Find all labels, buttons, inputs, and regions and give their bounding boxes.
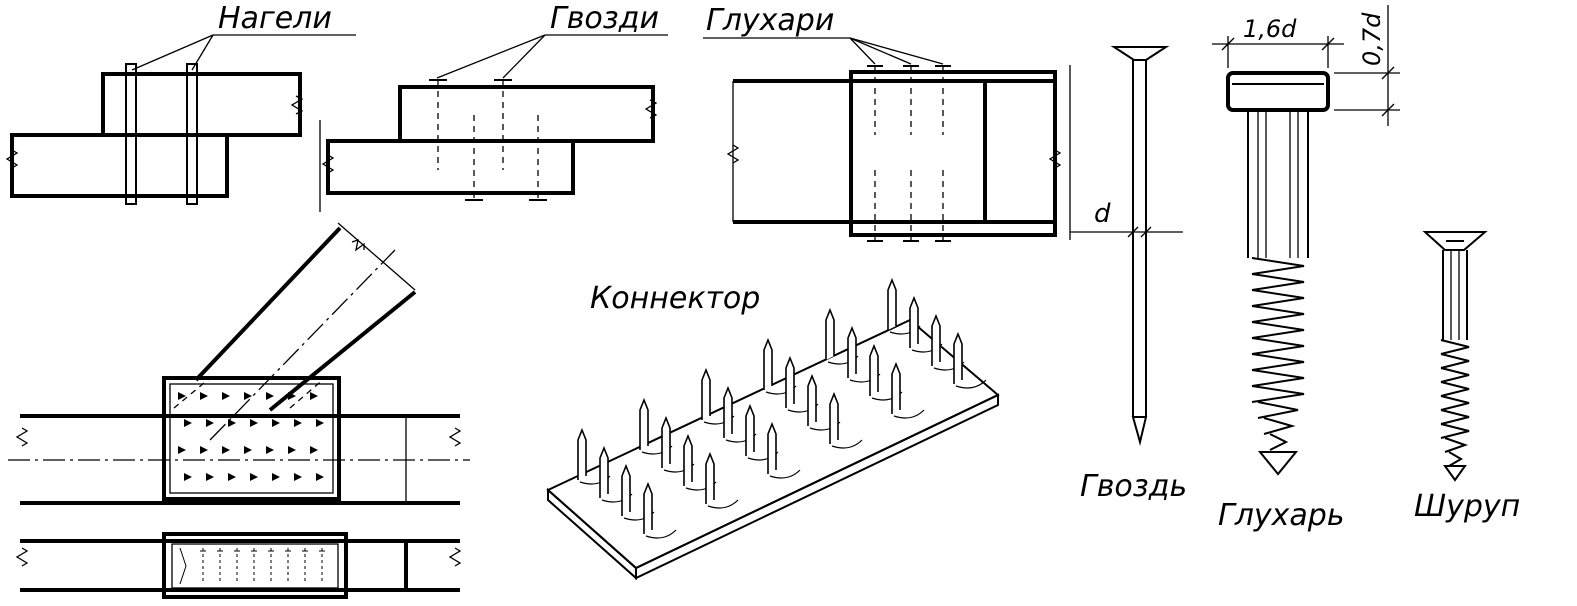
screw-detail: Шуруп	[1414, 231, 1520, 524]
truss-node-section	[15, 532, 462, 599]
lag-bolt-label: Глухарь	[1218, 498, 1345, 533]
break-mark	[644, 99, 658, 119]
screw-thread	[1440, 339, 1470, 482]
break-mark	[351, 239, 365, 252]
connector-isometric: Коннектор	[546, 277, 1000, 581]
lag-bolt-joint: Глухари	[703, 3, 1071, 242]
dowel-joint: Нагели	[5, 1, 356, 205]
dowels-label: Нагели	[218, 1, 332, 36]
break-mark	[448, 547, 462, 567]
break-mark	[1048, 149, 1062, 169]
head-width-dim: 1,6d	[1243, 15, 1297, 43]
lag-thread	[1251, 257, 1305, 476]
lag-bolt-detail: 1,6d 0,7d Глухарь	[1212, 5, 1400, 533]
break-mark	[321, 154, 335, 174]
break-mark	[726, 144, 740, 164]
break-mark	[290, 95, 304, 115]
connector-plate	[162, 376, 341, 501]
connector-label: Коннектор	[590, 281, 760, 316]
connector-prongs	[577, 277, 987, 539]
connector-section-teeth	[179, 547, 325, 585]
break-mark	[15, 547, 29, 567]
diameter-dim: d	[1094, 199, 1111, 229]
lag-bolts-label: Глухари	[706, 3, 834, 38]
connector-teeth	[178, 392, 324, 481]
screw-label: Шуруп	[1414, 489, 1520, 524]
head-height-dim: 0,7d	[1358, 12, 1386, 66]
truss-node-plan	[8, 222, 470, 505]
nail-label: Гвоздь	[1080, 469, 1187, 504]
break-mark	[448, 427, 462, 447]
break-mark	[15, 427, 29, 447]
nail-joint: Гвозди	[319, 1, 668, 212]
nails-label: Гвозди	[550, 1, 659, 36]
nail-detail: d Гвоздь	[1070, 46, 1187, 504]
break-mark	[5, 149, 19, 169]
